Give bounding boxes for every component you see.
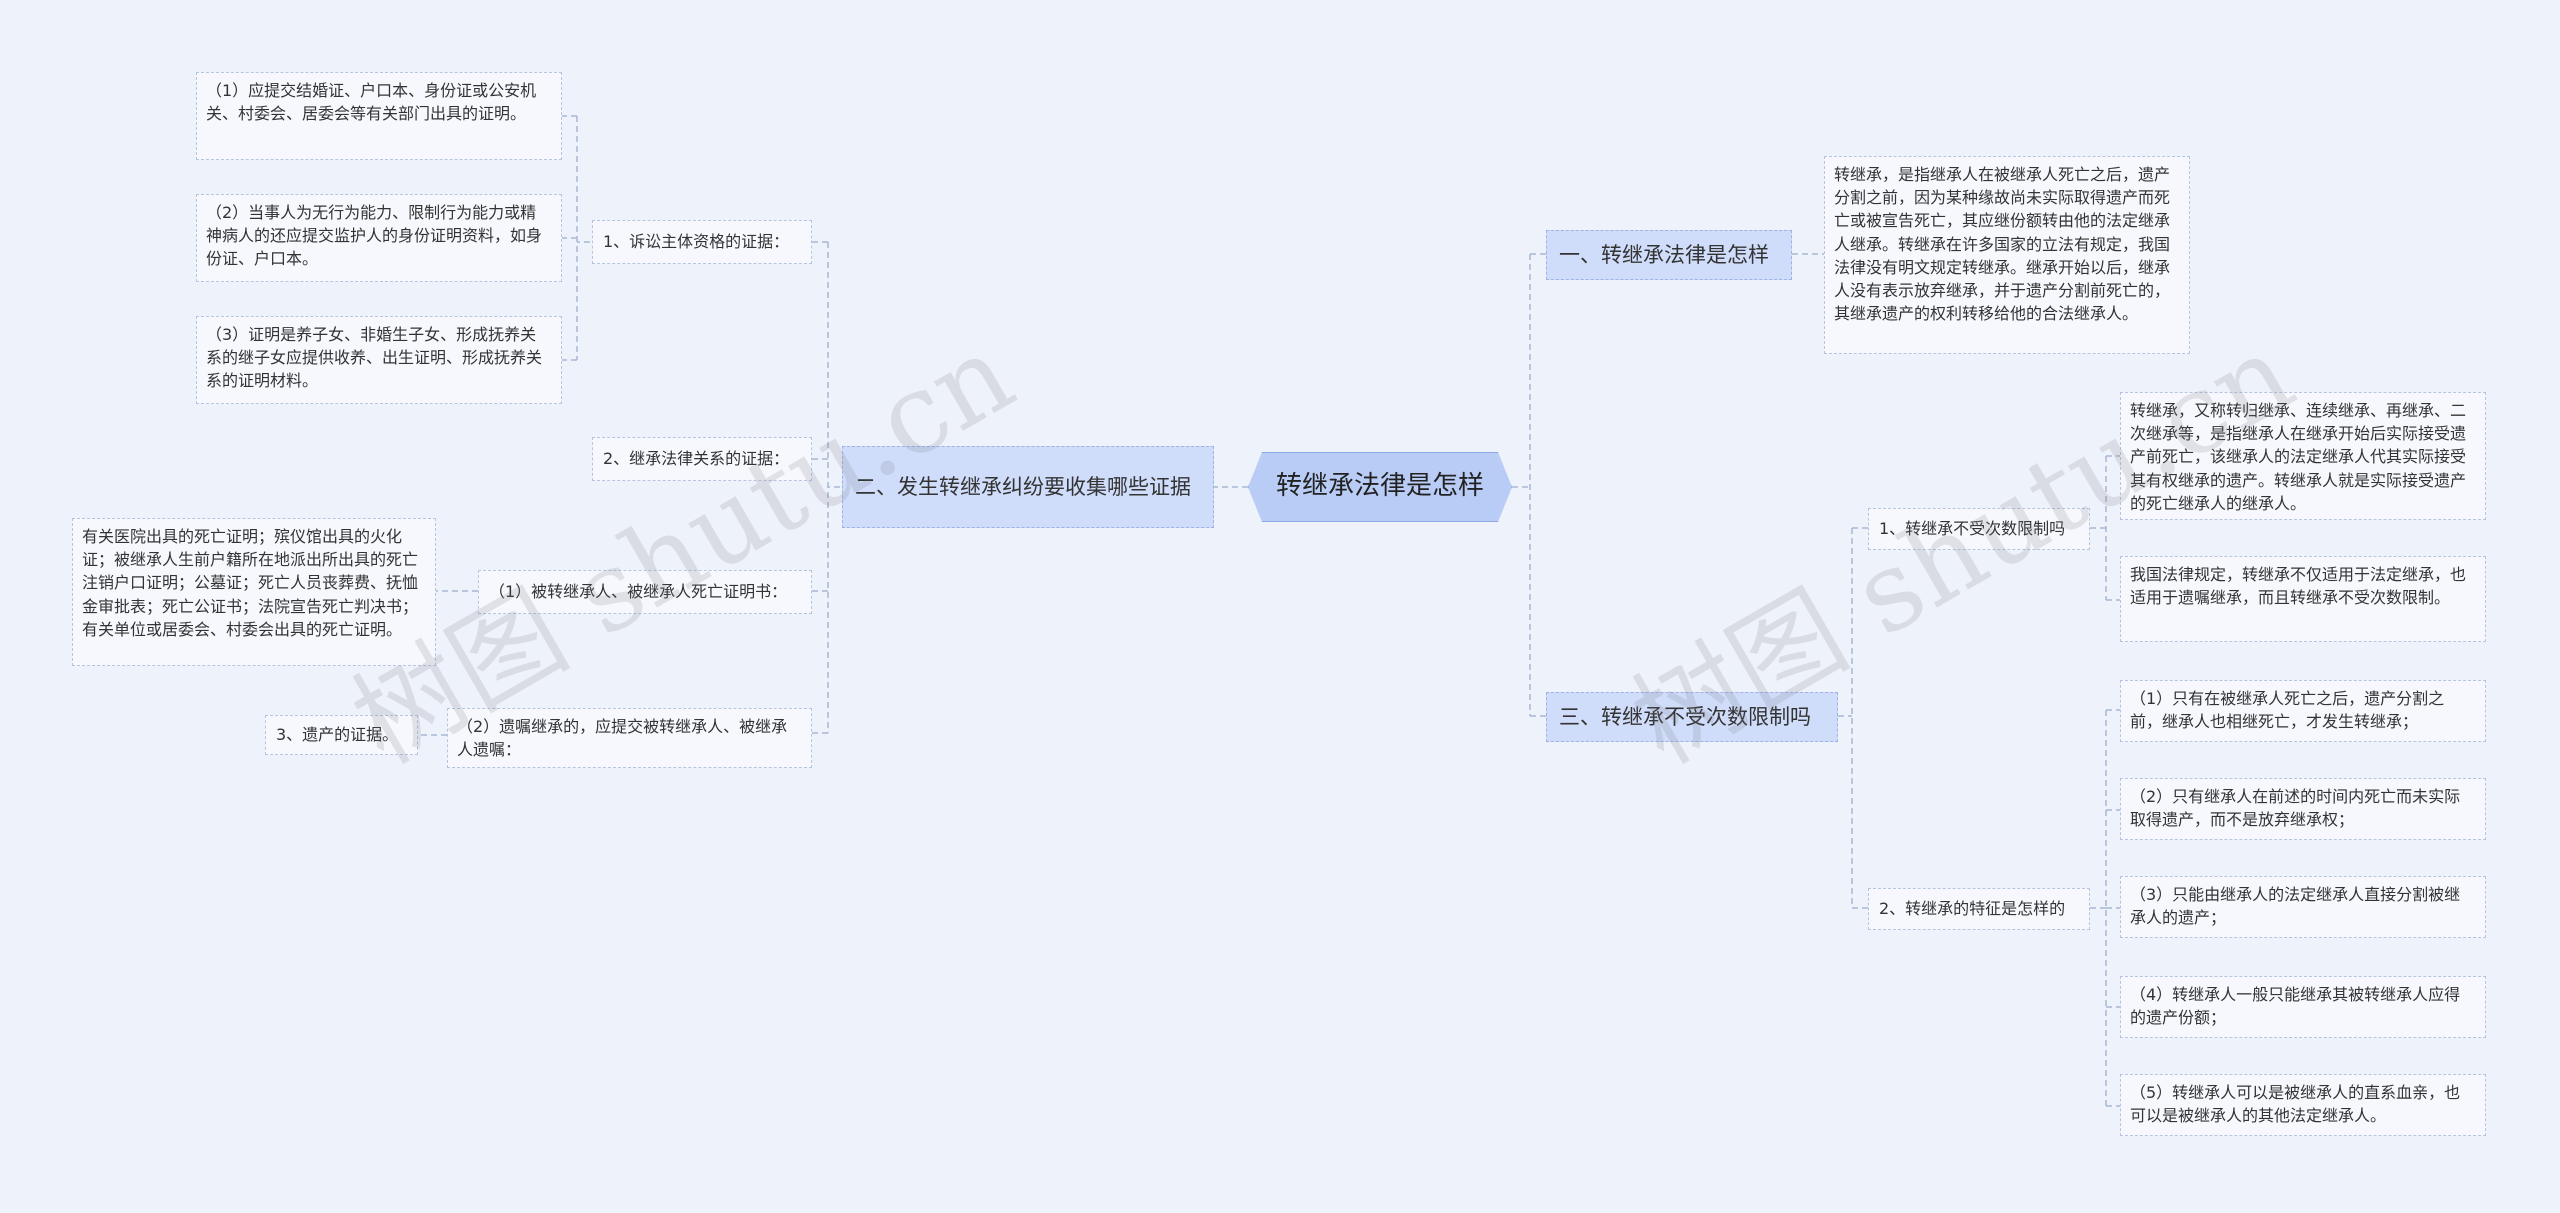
- leaf-guardian-proof-text: （2）当事人为无行为能力、限制行为能力或精神病人的还应提交监护人的身份证明资料，…: [206, 203, 543, 269]
- branch-count-limit-label: 三、转继承不受次数限制吗: [1559, 704, 1811, 729]
- leaf-feature-1[interactable]: （1）只有在被继承人死亡之后，遗产分割之前，继承人也相继死亡，才发生转继承；: [2120, 680, 2486, 742]
- leaf-feature-2-text: （2）只有继承人在前述的时间内死亡而未实际取得遗产，而不是放弃继承权；: [2130, 787, 2461, 830]
- leaf-definition-text: 转继承，是指继承人在被继承人死亡之后，遗产分割之前，因为某种缘故尚未实际取得遗产…: [1834, 165, 2171, 324]
- branch-what-is-label: 一、转继承法律是怎样: [1559, 242, 1769, 267]
- group-will-label: （2）遗嘱继承的，应提交被转继承人、被继承人遗嘱：: [457, 717, 788, 760]
- sub-characteristics[interactable]: 2、转继承的特征是怎样的: [1868, 888, 2090, 930]
- leaf-law-provision-text: 我国法律规定，转继承不仅适用于法定继承，也适用于遗嘱继承，而且转继承不受次数限制…: [2130, 565, 2467, 608]
- group-subject-qualification-label: 1、诉讼主体资格的证据：: [603, 232, 790, 252]
- leaf-definition[interactable]: 转继承，是指继承人在被继承人死亡之后，遗产分割之前，因为某种缘故尚未实际取得遗产…: [1824, 156, 2190, 354]
- leaf-feature-3[interactable]: （3）只能由继承人的法定继承人直接分割被继承人的遗产；: [2120, 876, 2486, 938]
- leaf-guardian-proof[interactable]: （2）当事人为无行为能力、限制行为能力或精神病人的还应提交监护人的身份证明资料，…: [196, 194, 562, 282]
- leaf-feature-1-text: （1）只有在被继承人死亡之后，遗产分割之前，继承人也相继死亡，才发生转继承；: [2130, 689, 2445, 732]
- leaf-law-provision[interactable]: 我国法律规定，转继承不仅适用于法定继承，也适用于遗嘱继承，而且转继承不受次数限制…: [2120, 556, 2486, 642]
- leaf-feature-2[interactable]: （2）只有继承人在前述的时间内死亡而未实际取得遗产，而不是放弃继承权；: [2120, 778, 2486, 840]
- group-death-certificate-label: （1）被转继承人、被继承人死亡证明书：: [489, 582, 788, 602]
- root-title: 转继承法律是怎样: [1275, 471, 1484, 502]
- leaf-feature-4-text: （4）转继承人一般只能继承其被转继承人应得的遗产份额；: [2130, 985, 2461, 1028]
- link-s2-trunk: [2090, 710, 2107, 1106]
- link-s1-trunk: [2090, 456, 2107, 600]
- group-death-certificate[interactable]: （1）被转继承人、被继承人死亡证明书：: [478, 570, 812, 614]
- branch-evidence-label: 二、发生转继承纠纷要收集哪些证据: [855, 474, 1191, 499]
- leaf-estate-evidence-text: 3、遗产的证据。: [276, 725, 399, 745]
- leaf-feature-5[interactable]: （5）转继承人可以是被继承人的直系血亲，也可以是被继承人的其他法定继承人。: [2120, 1074, 2486, 1136]
- leaf-death-documents-text: 有关医院出具的死亡证明；殡仪馆出具的火化证；被继承人生前户籍所在地派出所出具的死…: [82, 527, 419, 639]
- link-root-right: [1512, 254, 1531, 716]
- link-b3-trunk: [1838, 528, 1853, 908]
- leaf-marriage-cert[interactable]: （1）应提交结婚证、户口本、身份证或公安机关、村委会、居委会等有关部门出具的证明…: [196, 72, 562, 160]
- leaf-feature-5-text: （5）转继承人可以是被继承人的直系血亲，也可以是被继承人的其他法定继承人。: [2130, 1083, 2461, 1126]
- root-topic[interactable]: 转继承法律是怎样: [1248, 452, 1512, 522]
- leaf-death-documents[interactable]: 有关医院出具的死亡证明；殡仪馆出具的火化证；被继承人生前户籍所在地派出所出具的死…: [72, 518, 436, 666]
- sub-count-limit[interactable]: 1、转继承不受次数限制吗: [1868, 508, 2090, 550]
- leaf-feature-4[interactable]: （4）转继承人一般只能继承其被转继承人应得的遗产份额；: [2120, 976, 2486, 1038]
- sub-count-limit-label: 1、转继承不受次数限制吗: [1879, 519, 2066, 539]
- leaf-adoption-proof[interactable]: （3）证明是养子女、非婚生子女、形成抚养关系的继子女应提供收养、出生证明、形成抚…: [196, 316, 562, 404]
- branch-count-limit[interactable]: 三、转继承不受次数限制吗: [1546, 692, 1838, 742]
- sub-characteristics-label: 2、转继承的特征是怎样的: [1879, 899, 2066, 919]
- link-left-trunk: [827, 242, 840, 733]
- group-legal-relation[interactable]: 2、继承法律关系的证据：: [592, 437, 812, 481]
- branch-evidence[interactable]: 二、发生转继承纠纷要收集哪些证据: [842, 446, 1214, 528]
- group-legal-relation-label: 2、继承法律关系的证据：: [603, 449, 790, 469]
- link-g1-trunk: [576, 116, 590, 360]
- leaf-also-called[interactable]: 转继承，又称转归继承、连续继承、再继承、二次继承等，是指继承人在继承开始后实际接…: [2120, 392, 2486, 520]
- leaf-also-called-text: 转继承，又称转归继承、连续继承、再继承、二次继承等，是指继承人在继承开始后实际接…: [2130, 401, 2467, 513]
- group-subject-qualification[interactable]: 1、诉讼主体资格的证据：: [592, 220, 812, 264]
- group-will[interactable]: （2）遗嘱继承的，应提交被转继承人、被继承人遗嘱：: [447, 708, 812, 768]
- branch-what-is[interactable]: 一、转继承法律是怎样: [1546, 230, 1792, 280]
- leaf-feature-3-text: （3）只能由继承人的法定继承人直接分割被继承人的遗产；: [2130, 885, 2461, 928]
- leaf-estate-evidence[interactable]: 3、遗产的证据。: [265, 715, 418, 755]
- leaf-adoption-proof-text: （3）证明是养子女、非婚生子女、形成抚养关系的继子女应提供收养、出生证明、形成抚…: [206, 325, 543, 391]
- leaf-marriage-cert-text: （1）应提交结婚证、户口本、身份证或公安机关、村委会、居委会等有关部门出具的证明…: [206, 81, 537, 124]
